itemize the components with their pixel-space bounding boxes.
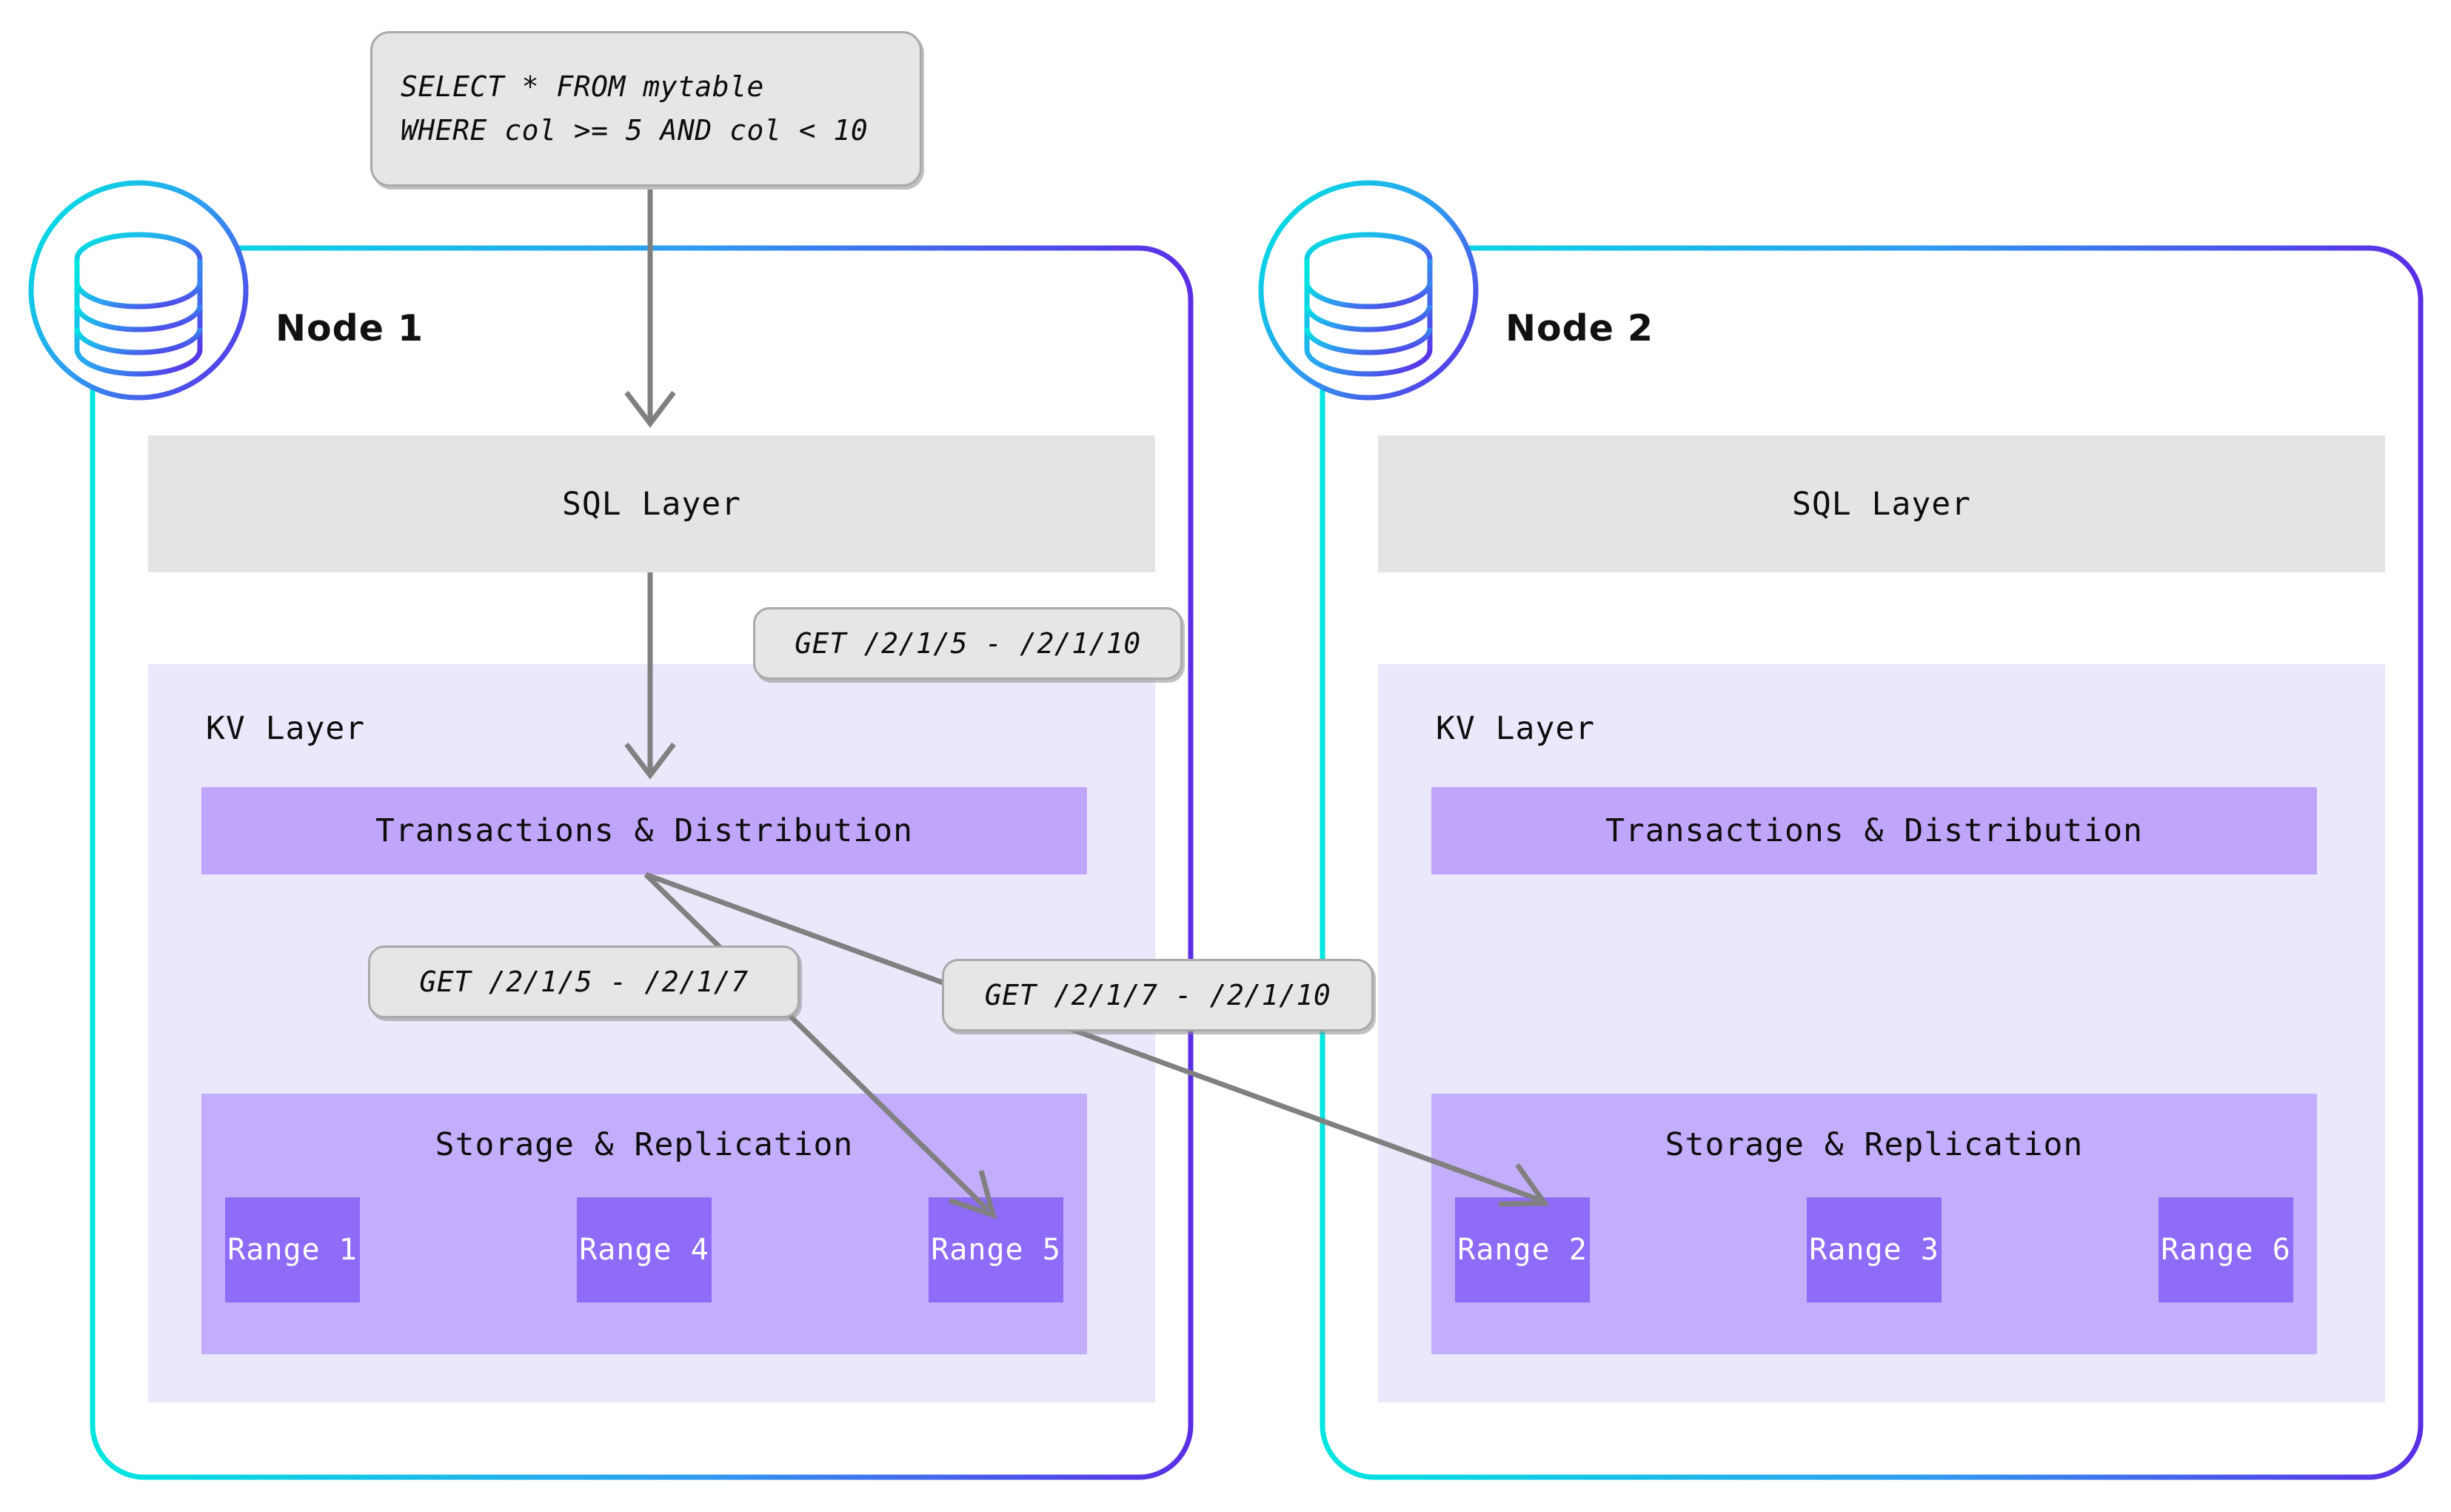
node-1-range-row: Range 1 Range 4 Range 5 — [225, 1197, 1063, 1302]
range-box[interactable]: Range 2 — [1455, 1197, 1590, 1302]
node-2-storage-label: Storage & Replication — [1665, 1126, 2084, 1163]
node-1-storage-label: Storage & Replication — [435, 1126, 854, 1163]
node-2-txn-label: Transactions & Distribution — [1605, 812, 2143, 849]
range-box[interactable]: Range 6 — [2159, 1197, 2293, 1302]
node-1-transactions-distribution[interactable]: Transactions & Distribution — [201, 787, 1087, 874]
range-label: Range 4 — [579, 1233, 709, 1267]
callout-kv-get-full-label: GET /2/1/5 - /2/1/10 — [795, 627, 1141, 660]
callout-kv-get-right-label: GET /2/1/7 - /2/1/10 — [984, 979, 1331, 1011]
node-1-kv-layer-label: KV Layer — [206, 710, 366, 747]
node-2-storage-replication[interactable]: Storage & Replication Range 2 Range 3 Ra… — [1431, 1094, 2317, 1354]
range-label: Range 2 — [1457, 1233, 1588, 1267]
node-2-title: Node 2 — [1505, 307, 1654, 349]
range-label: Range 1 — [227, 1233, 358, 1267]
flow-query-to-sql-arrow — [624, 190, 676, 428]
range-label: Range 5 — [931, 1233, 1061, 1267]
node-2-transactions-distribution[interactable]: Transactions & Distribution — [1431, 787, 2317, 874]
node-1-title: Node 1 — [275, 307, 424, 349]
range-box[interactable]: Range 5 — [929, 1197, 1063, 1302]
node-1-sql-layer[interactable]: SQL Layer — [148, 435, 1155, 572]
node-2-kv-layer-label: KV Layer — [1436, 710, 1596, 747]
range-label: Range 6 — [2161, 1233, 2291, 1267]
range-box[interactable]: Range 1 — [225, 1197, 360, 1302]
range-box[interactable]: Range 3 — [1807, 1197, 1942, 1302]
range-box[interactable]: Range 4 — [577, 1197, 712, 1302]
callout-kv-get-right: GET /2/1/7 - /2/1/10 — [942, 959, 1374, 1031]
node-1-storage-replication[interactable]: Storage & Replication Range 1 Range 4 Ra… — [201, 1094, 1087, 1354]
sql-query-line-1: SELECT * FROM mytable — [401, 70, 764, 104]
sql-query-line-2: WHERE col >= 5 AND col < 10 — [401, 114, 869, 147]
callout-kv-get-left: GET /2/1/5 - /2/1/7 — [368, 946, 800, 1018]
node-1-txn-label: Transactions & Distribution — [375, 812, 913, 849]
node-2-range-row: Range 2 Range 3 Range 6 — [1455, 1197, 2293, 1302]
node-2-sql-layer[interactable]: SQL Layer — [1378, 435, 2385, 572]
range-label: Range 3 — [1809, 1233, 1939, 1267]
callout-kv-get-left-label: GET /2/1/5 - /2/1/7 — [419, 966, 749, 998]
sql-query-callout: SELECT * FROM mytable WHERE col >= 5 AND… — [370, 31, 922, 187]
node-2-sql-layer-label: SQL Layer — [1792, 485, 1971, 523]
callout-kv-get-full: GET /2/1/5 - /2/1/10 — [753, 607, 1183, 680]
node-1-sql-layer-label: SQL Layer — [562, 485, 741, 523]
database-cylinder-icon-node-1 — [28, 180, 249, 401]
database-cylinder-icon-node-2 — [1258, 180, 1479, 401]
